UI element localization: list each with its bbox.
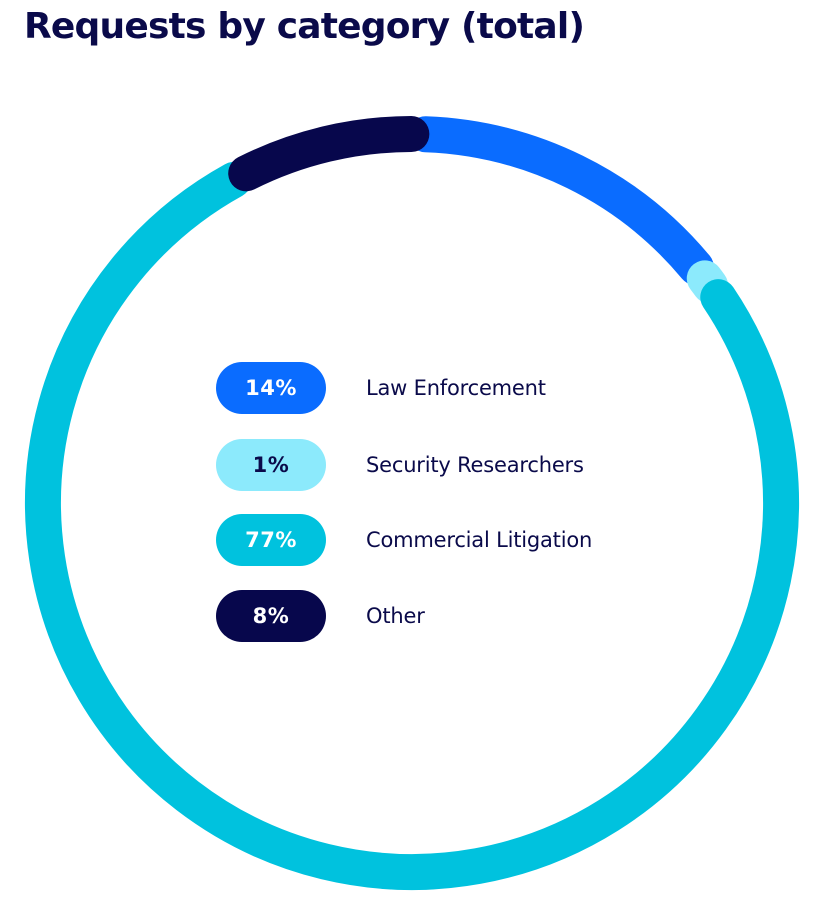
legend-pill-security-researchers: 1% (216, 439, 326, 491)
legend-item-security-researchers: 1% Security Researchers (216, 439, 656, 491)
donut-segment-commercial-litigation (25, 161, 799, 890)
legend-pill-commercial-litigation: 77% (216, 514, 326, 566)
donut-segment-law-enforcement (407, 116, 714, 286)
legend-label-commercial-litigation: Commercial Litigation (366, 528, 593, 552)
legend-pill-law-enforcement: 14% (216, 362, 326, 414)
legend-label-other: Other (366, 604, 425, 628)
legend-item-law-enforcement: 14% Law Enforcement (216, 362, 656, 414)
legend-label-security-researchers: Security Researchers (366, 453, 584, 477)
donut-segments (25, 116, 799, 890)
donut-segment-other (228, 116, 430, 192)
legend-label-law-enforcement: Law Enforcement (366, 376, 546, 400)
legend-item-commercial-litigation: 77% Commercial Litigation (216, 514, 656, 566)
legend-item-other: 8% Other (216, 590, 656, 642)
chart-title: Requests by category (total) (24, 6, 585, 47)
legend-pill-other: 8% (216, 590, 326, 642)
